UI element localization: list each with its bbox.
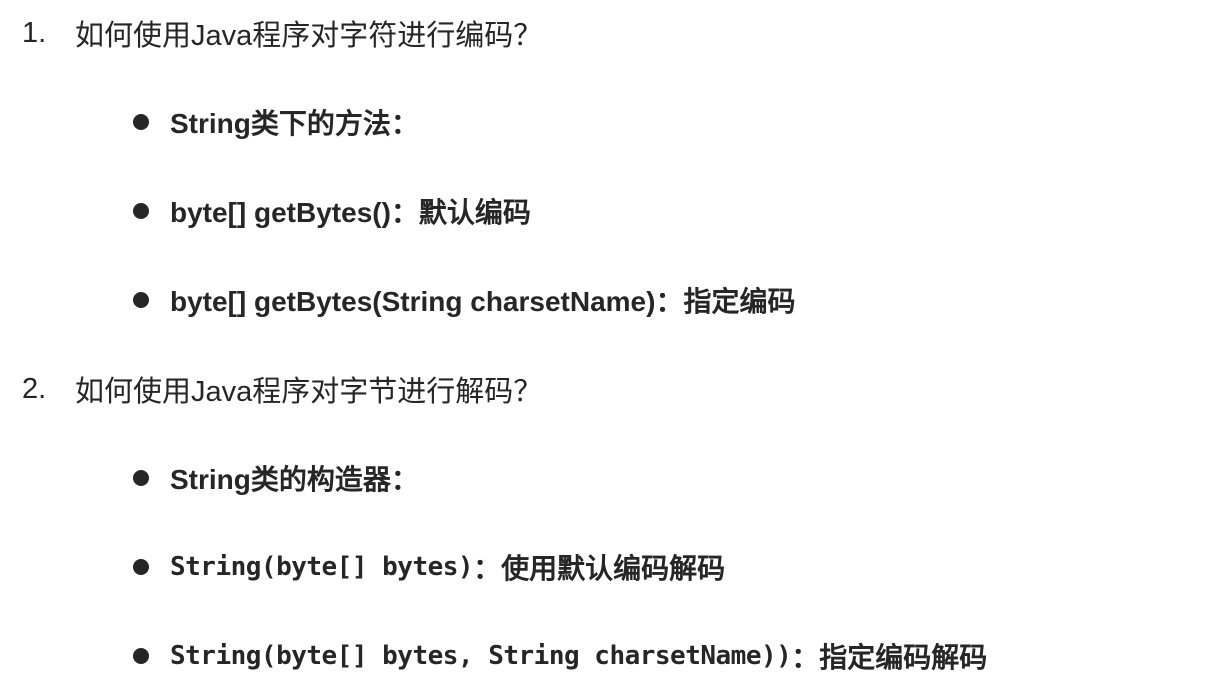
numbered-item: 1. 如何使用Java程序对字符进行编码？ (0, 14, 1220, 53)
bullet-icon (133, 648, 149, 664)
bullet-item: String(byte[] bytes, String charsetName)… (0, 637, 1220, 675)
bullet-item: byte[] getBytes(String charsetName)：指定编码 (0, 281, 1220, 319)
notes-document: 1. 如何使用Java程序对字符进行编码？ String类下的方法： byte[… (0, 14, 1220, 675)
bullet-icon (133, 470, 149, 486)
bullet-text: ：使用默认编码解码 (473, 553, 726, 584)
bullet-item: String(byte[] bytes)：使用默认编码解码 (0, 548, 1220, 586)
numbered-item: 2. 如何使用Java程序对字节进行解码？ (0, 370, 1220, 409)
bullet-icon (133, 114, 149, 130)
item-number: 2. (22, 372, 47, 405)
bullet-text: String类下的方法： (170, 108, 419, 139)
bullet-icon (133, 203, 149, 219)
bullet-item: String类的构造器： (0, 459, 1220, 497)
bullet-icon (133, 559, 149, 575)
bullet-text: byte[] getBytes(String charsetName)：指定编码 (170, 286, 796, 317)
item-number: 1. (22, 16, 47, 49)
bullet-text: String类的构造器： (170, 464, 419, 495)
bullet-item: byte[] getBytes()：默认编码 (0, 192, 1220, 230)
bullet-code: String(byte[] bytes) (170, 552, 474, 582)
bullet-code: String(byte[] bytes, String charsetName)… (170, 641, 792, 671)
bullet-item: String类下的方法： (0, 103, 1220, 141)
bullet-text: ：指定编码解码 (791, 642, 988, 673)
question-text: 如何使用Java程序对字符进行编码？ (75, 20, 543, 52)
bullet-icon (133, 292, 149, 308)
bullet-text: byte[] getBytes()：默认编码 (170, 197, 531, 228)
question-text: 如何使用Java程序对字节进行解码？ (75, 376, 543, 408)
